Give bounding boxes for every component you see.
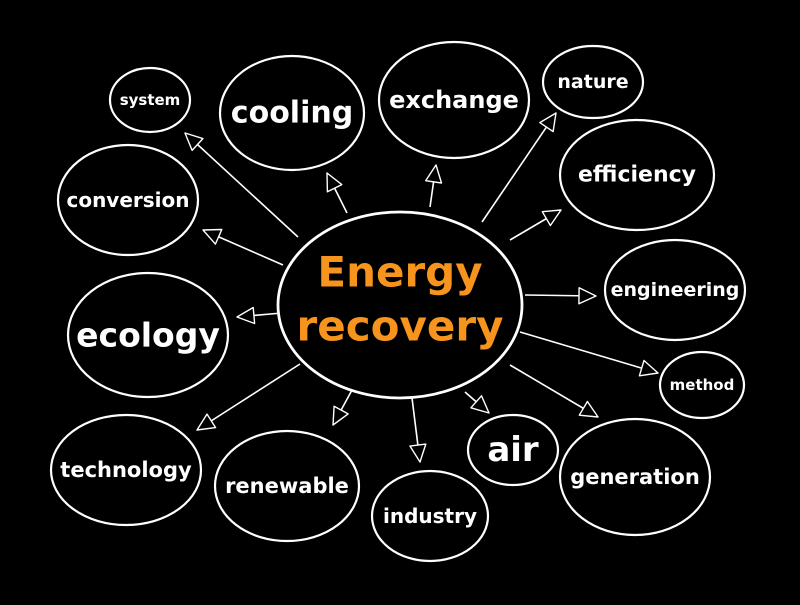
arrowhead-efficiency (541, 209, 562, 227)
node-label-exchange: exchange (389, 86, 519, 114)
node-label-generation: generation (570, 465, 700, 489)
node-ellipse-exchange (377, 40, 531, 160)
central-topic: Energy recovery (276, 210, 524, 400)
node-ellipse-renewable (213, 429, 361, 543)
connector-line-method (519, 331, 659, 374)
node-label-efficiency: efficiency (578, 163, 696, 188)
central-topic-ellipse (276, 210, 524, 400)
node-label-air: air (487, 430, 539, 470)
node-label-ecology: ecology (76, 316, 220, 355)
connector-links (184, 112, 659, 463)
node-label-system: system (120, 91, 181, 109)
arrowhead-exchange (425, 164, 443, 184)
arrowhead-cooling (326, 172, 343, 193)
node-ellipse-air (466, 413, 560, 487)
arrowhead-technology (196, 413, 217, 431)
node-ellipse-generation (558, 417, 712, 537)
node-label-industry: industry (383, 504, 477, 528)
node-label-technology: technology (60, 458, 192, 482)
arrowhead-method (638, 359, 659, 377)
node-ellipse-nature (541, 44, 645, 120)
arrowhead-conversion (202, 228, 223, 245)
node-ellipse-conversion (56, 143, 200, 257)
node-label-cooling: cooling (231, 96, 353, 131)
arrowhead-renewable (332, 405, 349, 426)
node-ellipse-ecology (66, 271, 230, 399)
connector-line-technology (196, 363, 301, 431)
central-topic-line-2: recovery (297, 302, 504, 351)
node-ellipse-engineering (603, 238, 747, 342)
arrowhead-industry (409, 443, 427, 463)
arrowhead-nature (539, 112, 557, 133)
node-ellipse-efficiency (558, 118, 716, 232)
node-ellipse-industry (370, 469, 490, 563)
node-ellipse-cooling (218, 54, 366, 172)
arrowhead-engineering (578, 287, 597, 305)
connector-line-nature (481, 112, 557, 223)
arrowhead-air (470, 395, 490, 414)
node-label-engineering: engineering (611, 279, 740, 301)
arrowhead-system (184, 132, 204, 152)
arrowhead-generation (578, 400, 599, 418)
node-ellipse-method (658, 350, 746, 420)
node-ellipse-technology (49, 413, 203, 527)
node-ellipse-system (108, 66, 192, 134)
node-label-renewable: renewable (225, 474, 349, 498)
arrowhead-ecology (236, 306, 256, 325)
node-label-conversion: conversion (66, 188, 189, 212)
central-topic-line-1: Energy (317, 248, 482, 297)
topic-nodes: system cooling exchange nature efficiency con… (49, 40, 747, 563)
node-label-nature: nature (557, 71, 628, 93)
node-label-method: method (670, 376, 735, 394)
connector-line-system (184, 132, 299, 238)
